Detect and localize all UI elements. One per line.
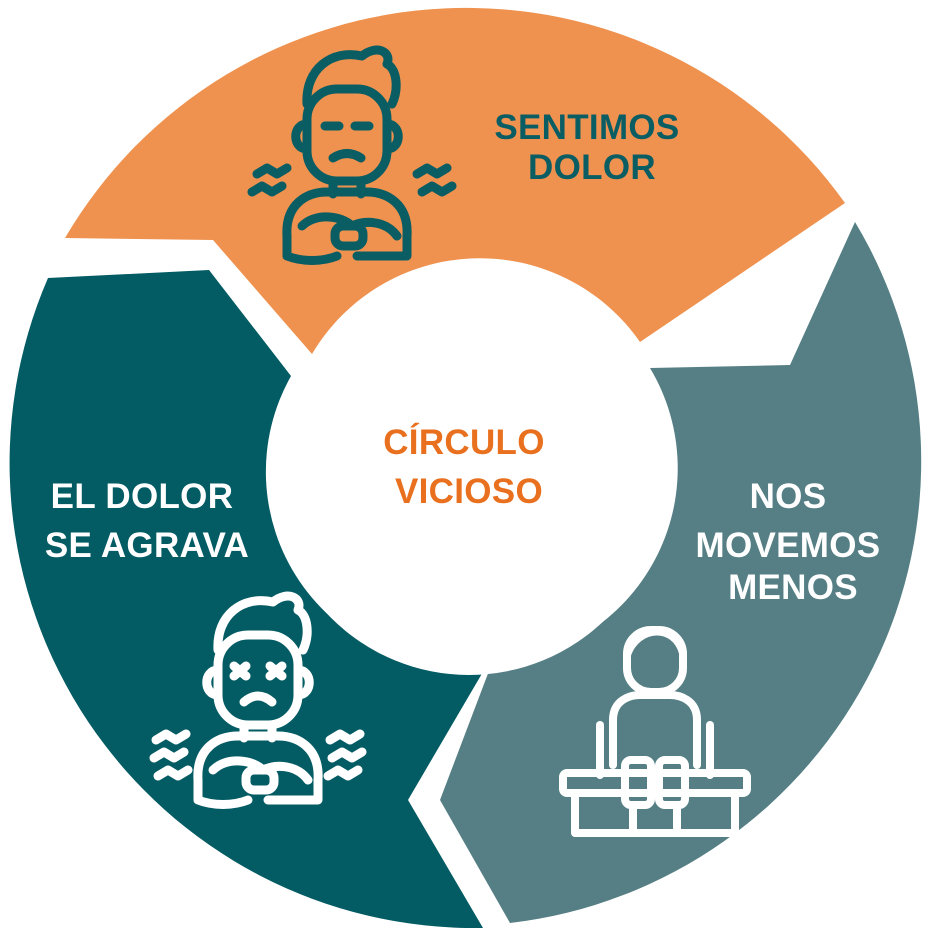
- label-sentimos-dolor-line2: DOLOR: [528, 148, 656, 187]
- segment-nos-movemos-menos: [440, 222, 922, 923]
- label-el-dolor-se-agrava-line1: EL DOLOR: [51, 477, 234, 516]
- label-el-dolor-se-agrava-line2: SE AGRAVA: [45, 526, 249, 565]
- segment-sentimos-dolor: [65, 7, 845, 354]
- center-title: CÍRCULO VICIOSO: [383, 422, 555, 511]
- center-title-line2: VICIOSO: [395, 472, 543, 511]
- person-in-pain-icon: [247, 45, 457, 265]
- label-el-dolor-se-agrava: EL DOLOR SE AGRAVA: [45, 477, 249, 565]
- label-sentimos-dolor: SENTIMOS DOLOR: [494, 108, 689, 187]
- person-severe-pain-icon: [149, 591, 367, 809]
- person-sitting-icon: [559, 626, 751, 837]
- label-nos-movemos-menos: NOS MOVEMOS MENOS: [696, 477, 891, 607]
- label-nos-movemos-menos-line3: MENOS: [728, 568, 858, 607]
- center-title-line1: CÍRCULO: [383, 422, 545, 462]
- label-nos-movemos-menos-line1: NOS: [750, 477, 827, 516]
- label-nos-movemos-menos-line2: MOVEMOS: [696, 526, 881, 565]
- label-sentimos-dolor-line1: SENTIMOS: [494, 108, 679, 147]
- center-circle: [274, 285, 664, 675]
